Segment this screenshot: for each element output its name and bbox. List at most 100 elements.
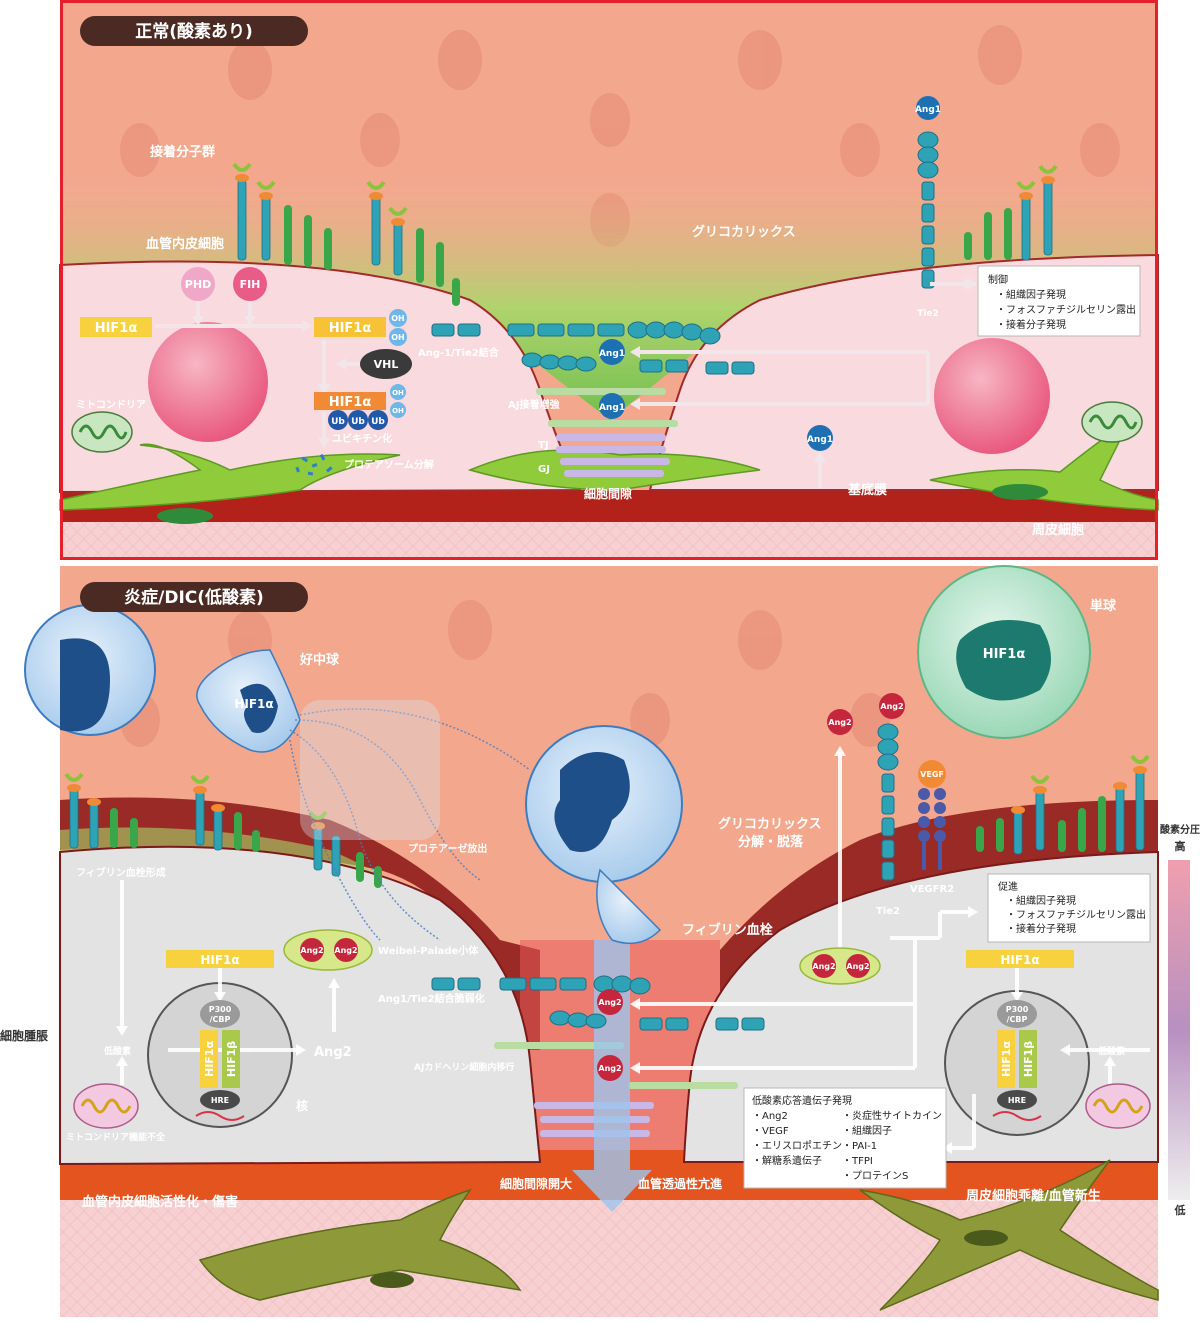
tie2-receptor-top [917,131,939,289]
ang1-label-gap1: Ang1 [599,349,625,359]
hif1a-ub-label: HIF1α [329,395,372,410]
gene-col2-3: ・PAI-1 [842,1141,877,1152]
bottom-panel: HIF1α HIF1α P300 /CBP HIF1α HIF1β HRE P3… [24,565,1159,1317]
junction-bars-top [536,388,678,477]
vegf-badge [918,760,946,788]
proteasome-fragments [295,453,333,476]
mitochondria-top-left [71,411,133,453]
oh-label-2: OH [391,333,405,342]
ang1-badge-top [916,96,940,120]
label-hypoxia-right: 低酸素 [1097,1045,1125,1057]
control-box [977,265,1141,337]
ub-badge-2 [348,410,368,430]
migrating-leukocyte [525,725,683,945]
label-tie2-top: Tie2 [917,309,939,319]
label-fibrin-thrombus: フィブリン血栓 [682,922,773,938]
top-panel-frame [60,0,1158,560]
control-item-2: ・フォスファチジルセリン露出 [996,303,1136,316]
ang2-vesicle-1-label: Ang2 [812,962,835,971]
label-ubiquitin: ユビキチン化 [332,432,392,445]
oh-badge-3 [390,384,406,400]
ang2-tie2-top-label: Ang2 [880,702,903,711]
p300-left-label: P300 [209,1005,232,1014]
ang2-weibel-2 [334,938,358,962]
label-cell-swelling: 細胞腫脹 [0,1028,48,1043]
ang2-tie2-top [879,693,905,719]
hif1a-left-box [80,317,152,337]
hif1a-vert-left-label: HIF1α [203,1041,216,1077]
gene-col1-4: ・解糖系遺伝子 [752,1154,822,1167]
pericyte-nucleus-top-left [157,508,213,524]
label-tj: TJ [538,440,549,451]
promote-item-3: ・接着分子発現 [1006,922,1076,935]
bottom-title-badge [80,582,308,612]
label-permeability: 血管透過性亢進 [638,1176,723,1191]
gene-col2-2: ・組織因子 [842,1124,892,1137]
label-weibel: Weibel-Palade小体 [378,944,479,957]
tie2-chains-top [431,321,755,375]
ang2-weibel-1-label: Ang2 [300,946,323,955]
control-item-1: ・組織因子発現 [996,288,1066,301]
hre-right [997,1090,1037,1110]
label-aj: AJ接着増強 [508,398,559,411]
label-glycocalyx: グリコカリックス [692,224,796,240]
hif1b-vert-left [222,1030,240,1088]
control-item-3: ・接着分子発現 [996,318,1066,331]
control-heading: 制御 [988,273,1008,286]
vegfr2-receptor [918,788,946,870]
dna-right [992,1111,1042,1121]
label-proteasome: プロテアソーム分解 [344,458,434,471]
pericyte-nucleus-bottom-right [964,1230,1008,1246]
oh-label-1: OH [391,314,405,323]
oh-badge-2 [389,328,407,346]
top-title-badge [80,16,308,46]
pericyte-nucleus-bottom-left [370,1272,414,1288]
oh-label-3: OH [392,389,404,397]
p300-right-label: P300 [1006,1005,1029,1014]
gene-box [743,1087,947,1189]
hre-right-label: HRE [1008,1096,1026,1105]
gene-col2-5: ・プロテインS [842,1170,908,1182]
tissue-cells-top [120,25,1120,247]
label-hypoxia-left: 低酸素 [103,1045,131,1057]
gene-col2-1: ・炎症性サイトカイン [842,1109,942,1122]
weibel-palade-body [283,929,373,971]
promote-box [987,873,1151,943]
hif1a-right-box-bottom [966,950,1074,968]
phd-label: PHD [185,278,211,291]
ang2-gap-1-label: Ang2 [598,998,621,1007]
top-title: 正常(酸素あり) [135,21,253,42]
label-basement: 基底膜 [847,482,887,498]
ang1-label-top: Ang1 [915,105,941,115]
hif1b-vert-left-label: HIF1β [225,1041,238,1077]
glycocalyx-top [60,170,1158,420]
ang1-badge-gap1 [599,339,625,365]
ub-badge-3 [368,410,388,430]
phd-badge [181,267,215,301]
ang1-badge-gap2 [599,393,625,419]
oh-badge-4 [390,402,406,418]
p300-right [997,1000,1037,1028]
nucleus-right-top [934,338,1050,454]
label-tie2-bottom: Tie2 [876,906,900,917]
hif1a-mid-label: HIF1α [329,321,372,336]
nucleus-left-top [148,322,268,442]
gene-col1-1: ・Ang2 [752,1111,788,1122]
ang2-weibel-1 [300,938,324,962]
ang1-badge-free [807,425,833,451]
protease-filaments [289,708,531,941]
vegf-label: VEGF [920,770,944,779]
label-endothelial: 血管内皮細胞 [146,236,224,252]
ang2-free-label: Ang2 [828,718,851,727]
label-pericyte-detach: 周皮細胞乖離/血管新生 [966,1188,1101,1204]
oh-label-4: OH [392,407,404,415]
gene-col1-3: ・エリスロポエチン [752,1140,842,1152]
label-gj: GJ [538,464,550,475]
ub-badge-1 [328,410,348,430]
cbp-left-label: /CBP [210,1015,231,1024]
pericyte-top-left [59,443,401,511]
gene-heading: 低酸素応答遺伝子発現 [752,1094,852,1107]
hif1a-left-box-bottom [166,950,274,968]
top-panel: 正常(酸素あり) 接着分子群 血管内皮細胞 グリコカリックス PHD FIH H… [59,0,1159,560]
